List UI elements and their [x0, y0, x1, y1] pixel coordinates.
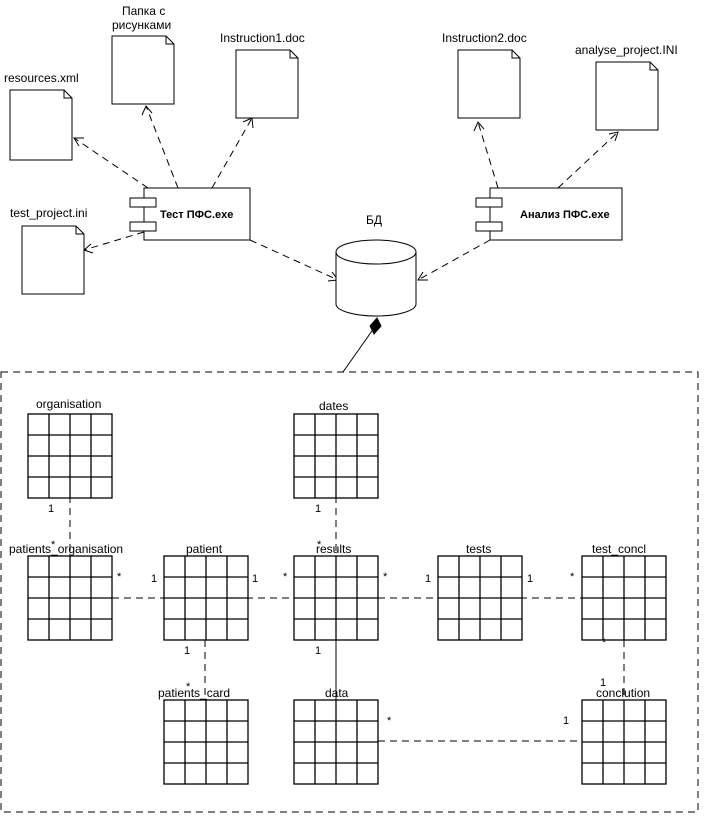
mult-results-tests-many: *	[383, 571, 388, 583]
table-patient-label: patient	[186, 542, 223, 556]
file-pictures-folder-label-line2: рисунками	[112, 18, 171, 32]
database-cylinder: БД	[335, 213, 417, 317]
schema-package-frame	[0, 371, 699, 813]
table-grid	[293, 413, 379, 499]
table-grid	[163, 699, 249, 785]
table-organisation-label: organisation	[36, 397, 101, 411]
file-instruction1: Instruction1.doc	[220, 31, 305, 119]
mult-po-patient-one: 1	[151, 573, 157, 585]
table-results: results	[293, 542, 379, 641]
table-grid	[293, 555, 379, 641]
composition-diamond-icon	[369, 317, 382, 335]
mult-dates-results-one: 1	[315, 503, 321, 515]
table-grid	[437, 555, 523, 641]
table-data-label: data	[325, 686, 349, 700]
file-test-project-ini-label: test_project.ini	[10, 206, 87, 220]
mult-org-po-one: 1	[48, 503, 54, 515]
table-patients-card: patients_card	[158, 686, 249, 785]
mult-data-conclution-one: 1	[563, 715, 569, 727]
table-test-concl: test_concl	[581, 542, 667, 641]
mult-data-conclution-many: *	[387, 715, 392, 727]
table-conclution-label: conclution	[596, 686, 650, 700]
mult-dates-results-many: *	[317, 539, 322, 551]
table-patient: patient	[163, 542, 249, 641]
mult-tests-concl-many: *	[570, 571, 575, 583]
file-instruction1-label: Instruction1.doc	[220, 31, 305, 45]
table-dates-label: dates	[319, 399, 348, 413]
multiplicity-labels: 1 * * 1 1 * 1 * * 1 1 * 1 * 1 * 1 * 1	[48, 503, 607, 727]
table-grid	[293, 699, 379, 785]
table-dates: dates	[293, 399, 379, 499]
table-data: data	[293, 686, 379, 785]
component-test-exe: Тест ПФС.exe	[129, 187, 251, 241]
table-grid	[163, 555, 249, 641]
table-grid	[581, 699, 667, 785]
mult-concl-conclution-many: *	[602, 637, 607, 649]
table-results-label: results	[316, 542, 351, 556]
file-instruction2: Instruction2.doc	[442, 31, 527, 119]
table-patients-organisation: patients_organisation	[9, 542, 123, 641]
file-analyse-project-ini-label: analyse_project.INI	[575, 43, 678, 57]
table-test-concl-label: test_concl	[592, 542, 646, 556]
file-pictures-folder: Папка с рисунками	[111, 4, 175, 105]
table-tests-label: tests	[466, 542, 491, 556]
component-test-exe-label: Тест ПФС.exe	[160, 209, 233, 221]
component-analysis-exe-label: Анализ ПФС.exe	[520, 209, 610, 221]
file-pictures-folder-label-line1: Папка с	[122, 4, 165, 18]
component-analysis-exe: Анализ ПФС.exe	[475, 187, 623, 241]
table-grid	[27, 413, 113, 499]
dependency-arrows	[73, 105, 619, 282]
mult-patient-results-one: 1	[252, 573, 258, 585]
mult-results-data-one: 1	[315, 645, 321, 657]
file-test-project-ini: test_project.ini	[10, 206, 87, 295]
file-instruction2-label: Instruction2.doc	[442, 31, 527, 45]
table-conclution: conclution	[581, 686, 667, 785]
table-grid	[581, 555, 667, 641]
mult-patient-card-many: *	[186, 681, 191, 693]
tables-layer: organisation dates patients_organisation…	[9, 397, 667, 785]
mult-concl-conclution-one: 1	[600, 677, 606, 689]
table-patients-card-label: patients_card	[158, 686, 230, 700]
mult-po-patient-many: *	[117, 571, 122, 583]
mult-patient-card-one: 1	[184, 645, 190, 657]
file-analyse-project-ini: analyse_project.INI	[575, 43, 678, 131]
table-relations	[69, 496, 625, 742]
file-resources-xml: resources.xml	[4, 71, 79, 161]
table-tests: tests	[437, 542, 523, 641]
table-grid	[27, 555, 113, 641]
mult-tests-concl-one: 1	[527, 573, 533, 585]
database-label: БД	[366, 213, 382, 227]
composition-link	[342, 317, 382, 373]
file-resources-xml-label: resources.xml	[4, 71, 79, 85]
table-patients-organisation-label: patients_organisation	[9, 542, 123, 556]
mult-patient-results-many: *	[283, 571, 288, 583]
mult-results-tests-one: 1	[425, 573, 431, 585]
mult-org-po-many: *	[51, 539, 56, 551]
table-organisation: organisation	[27, 397, 113, 499]
